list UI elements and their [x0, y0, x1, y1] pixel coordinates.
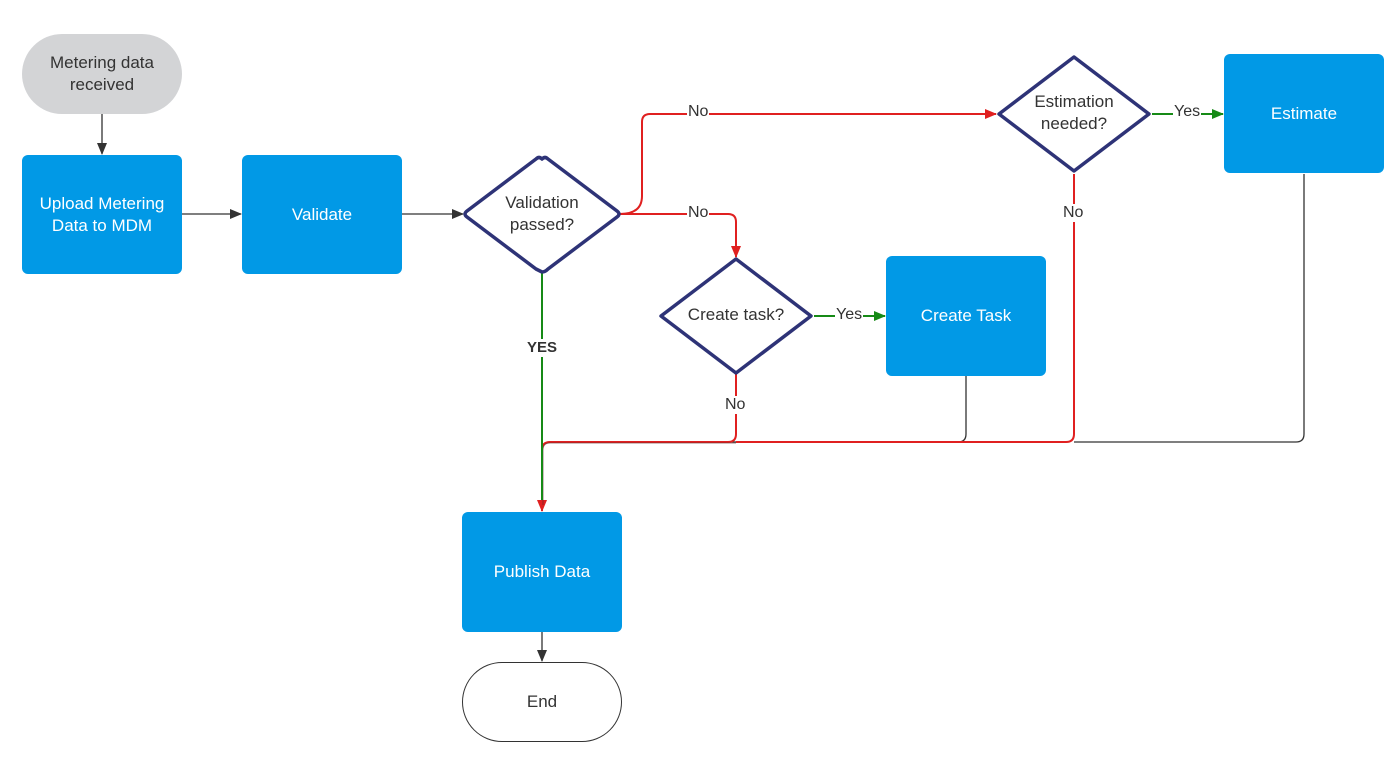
edge-label-validation-no-top: No — [687, 103, 710, 121]
estimation-needed-label: Estimation needed? — [1034, 92, 1114, 133]
validation-passed-label: Validation passed? — [505, 193, 579, 234]
edge-label-estimation-no: No — [1062, 204, 1085, 222]
estimate-node-label: Estimate — [1270, 103, 1338, 123]
start-node[interactable]: Metering data received — [22, 34, 182, 114]
start-node-label: Metering data received — [50, 53, 154, 94]
edge-estimate-merge — [1074, 174, 1305, 443]
decision-estimation-needed-shape — [997, 55, 1151, 173]
create-task-node[interactable]: Create Task — [886, 256, 1046, 376]
validate-node[interactable]: Validate — [242, 155, 402, 274]
upload-metering-data-node[interactable]: Upload Metering Data to MDM — [22, 155, 182, 274]
edge-label-validation-no-mid: No — [687, 204, 710, 222]
publish-data-node[interactable]: Publish Data — [462, 512, 622, 632]
edge-label-create-task-no: No — [724, 396, 747, 414]
edge-createtask-merge — [957, 376, 967, 443]
edge-validation-no-estimation — [619, 109, 997, 215]
decision-validation-passed-shape — [463, 155, 621, 274]
estimate-node[interactable]: Estimate — [1224, 54, 1384, 173]
validate-node-label: Validate — [291, 204, 353, 224]
upload-node-label: Upload Metering Data to MDM — [39, 193, 165, 235]
decision-create-task-shape — [659, 257, 813, 375]
edge-validation-no-createtask — [620, 213, 741, 258]
edge-label-create-task-yes: Yes — [835, 306, 864, 324]
end-node[interactable]: End — [462, 662, 622, 742]
publish-node-label: Publish Data — [493, 562, 591, 581]
create-task-node-label: Create Task — [920, 306, 1012, 325]
end-node-label: End — [526, 692, 558, 711]
edge-label-estimation-yes: Yes — [1173, 103, 1202, 121]
create-task-question-label: Create task? — [687, 305, 785, 324]
edge-label-validation-yes: YES — [526, 339, 559, 357]
edge-estimation-no — [736, 174, 1075, 443]
merge-dark-overlay — [542, 442, 736, 505]
